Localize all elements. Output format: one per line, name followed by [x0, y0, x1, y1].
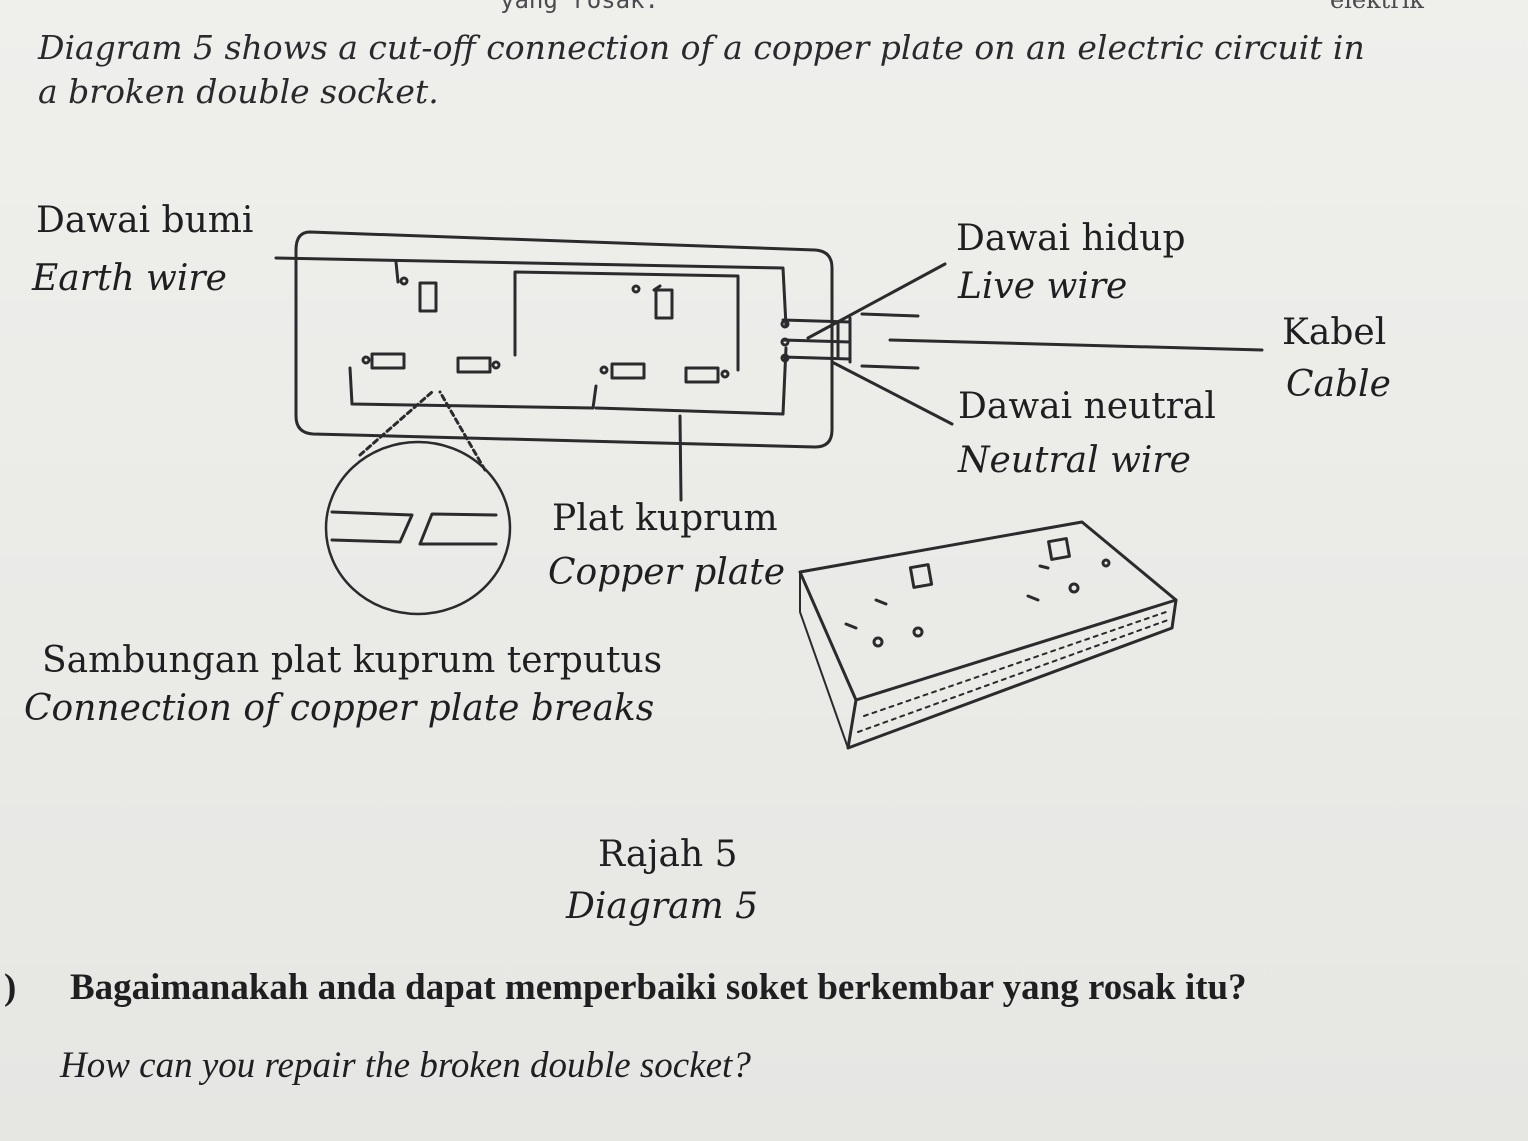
question-number-mark: ) — [4, 967, 17, 1008]
slot-left-n — [370, 352, 406, 370]
broken-plate-left — [330, 510, 414, 544]
intro-line-1: Diagram 5 shows a cut-off connection of … — [38, 28, 1365, 67]
slot-right-l — [684, 366, 720, 384]
socket-3d-side — [846, 598, 1178, 750]
copper-label-malay: Plat kuprum — [552, 498, 778, 539]
socket-frame — [294, 230, 834, 449]
slot-left-l — [456, 356, 492, 374]
copper-pointer — [678, 414, 683, 502]
header-fragment: yang rosak. — [500, 0, 659, 14]
earth-label-english: Earth wire — [32, 258, 227, 299]
caption-english: Diagram 5 — [566, 886, 759, 927]
socket-3d-top — [798, 520, 1178, 702]
cable — [860, 312, 1264, 370]
neutral-label-malay: Dawai neutral — [958, 386, 1216, 427]
live-pointer — [806, 262, 947, 340]
header-fragment-right: elektrik — [1330, 0, 1424, 14]
earth-slot-left — [418, 281, 438, 313]
live-label-english: Live wire — [958, 266, 1128, 307]
earth-slot-right — [654, 288, 674, 320]
question-english: How can you repair the broken double soc… — [60, 1045, 751, 1086]
live-label-malay: Dawai hidup — [956, 218, 1186, 259]
question-malay: Bagaimanakah anda dapat memperbaiki soke… — [70, 967, 1247, 1008]
terminal-block — [781, 316, 852, 364]
intro-line-2: a broken double socket. — [38, 72, 439, 111]
earth-label-malay: Dawai bumi — [36, 200, 254, 241]
copper-label-english: Copper plate — [548, 552, 786, 593]
neutral-pointer — [830, 360, 954, 426]
earth-wire — [274, 256, 788, 328]
cable-label-malay: Kabel — [1282, 312, 1387, 353]
broken-plate-right — [418, 512, 498, 546]
cable-label-english: Cable — [1286, 364, 1391, 405]
break-label-english: Connection of copper plate breaks — [24, 688, 655, 729]
caption-malay: Rajah 5 — [598, 834, 738, 875]
slot-right-n — [610, 362, 646, 380]
zoom-circle — [324, 440, 512, 616]
break-label-malay: Sambungan plat kuprum terputus — [42, 640, 663, 681]
zoom-cone — [358, 390, 487, 472]
inner-wiring — [348, 260, 788, 416]
neutral-label-english: Neutral wire — [958, 440, 1191, 481]
